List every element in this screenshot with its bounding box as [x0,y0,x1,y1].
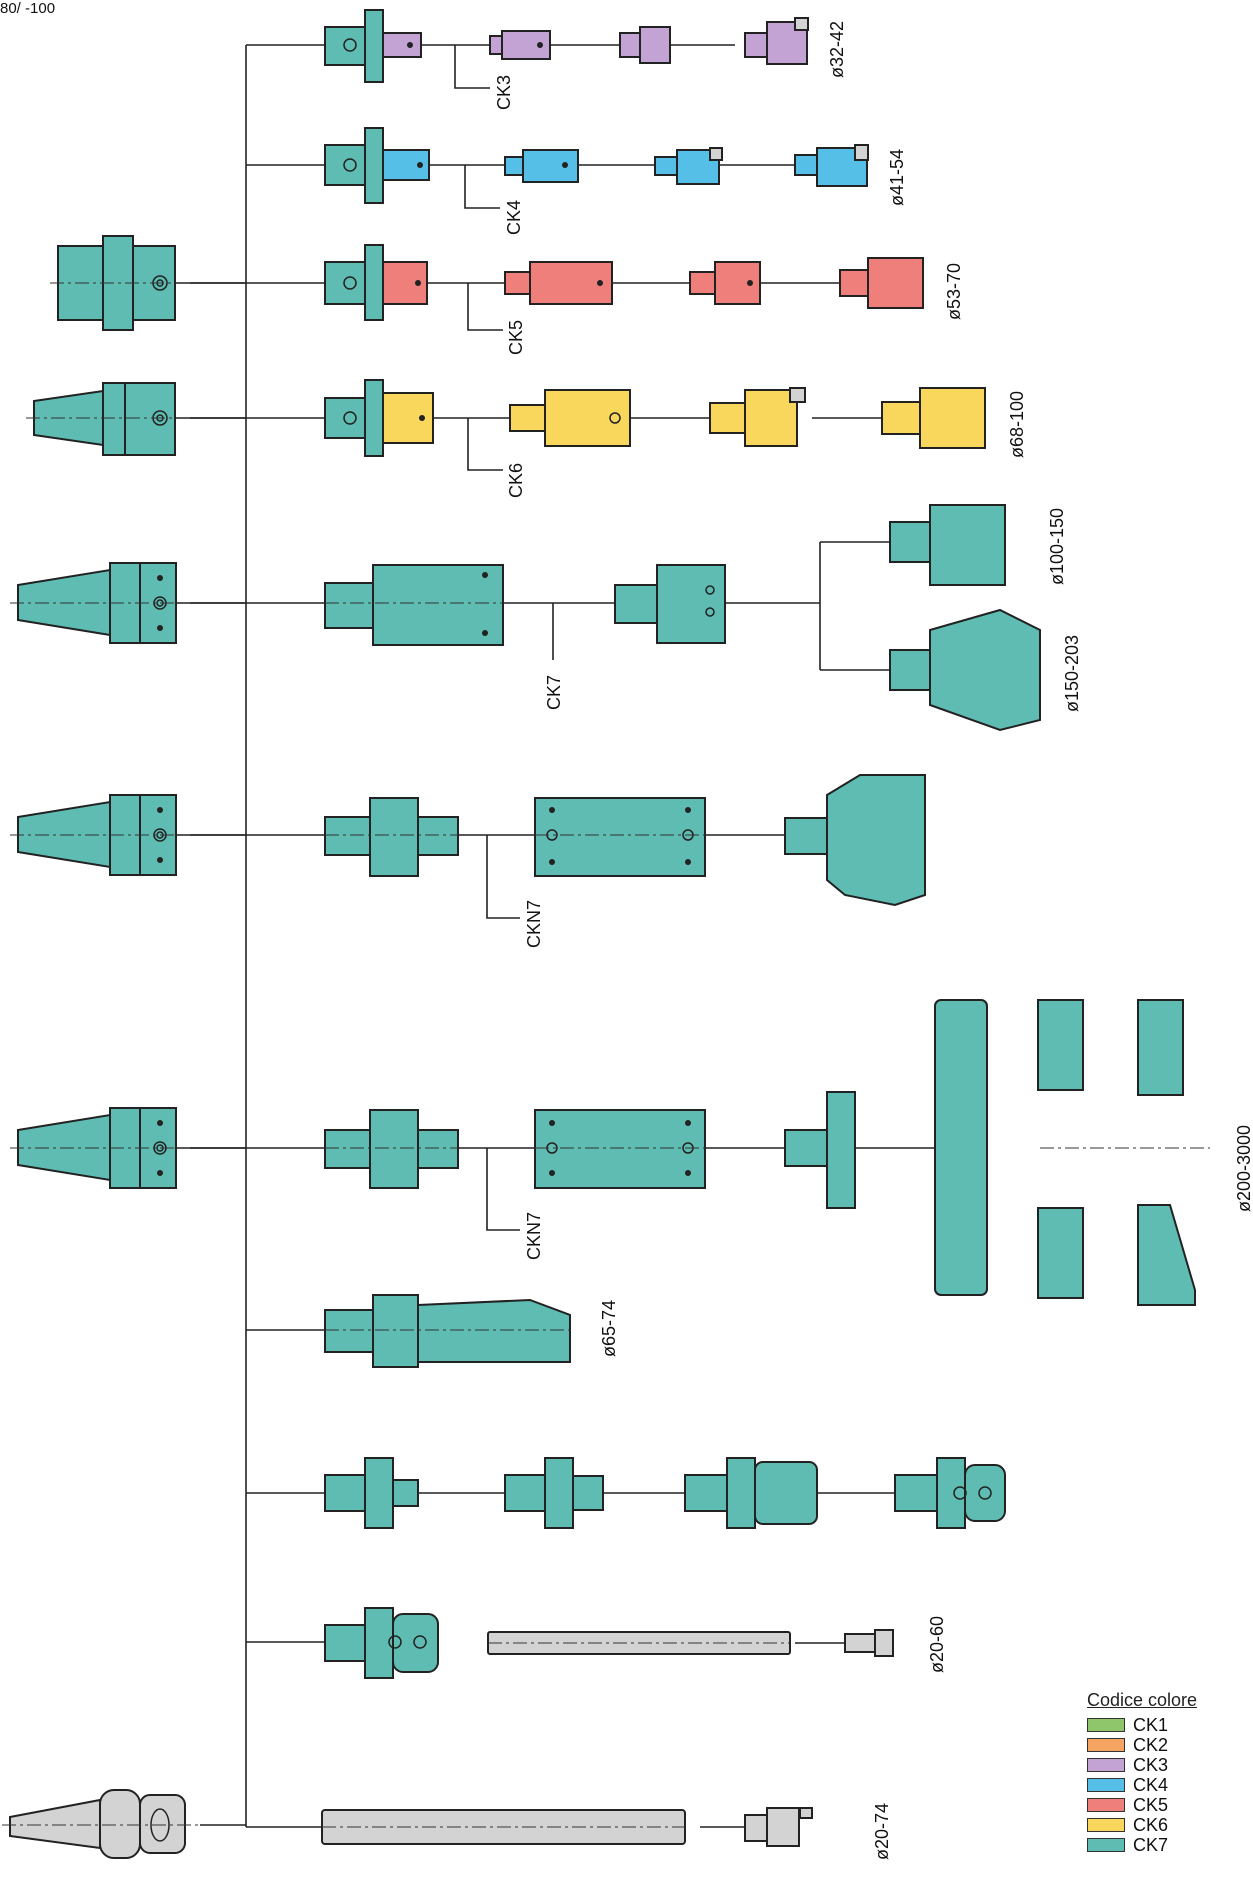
legend-swatch [1087,1778,1125,1792]
diameter-drill: ø65-74 [599,1300,619,1357]
label-ckn7-a: CKN7 [524,900,544,948]
legend-label: CK3 [1133,1755,1168,1776]
legend-swatch [1087,1758,1125,1772]
row-ck4 [246,128,868,208]
diameter-bar: ø20-60 [927,1616,947,1673]
legend-swatch [1087,1838,1125,1852]
row-ck7 [175,505,1040,730]
row-boring-bar [246,1608,893,1678]
legend-item-ck3: CK3 [1087,1755,1247,1775]
legend-label: CK6 [1133,1815,1168,1836]
row-ckn7-b [175,1000,1210,1305]
legend-item-ck4: CK4 [1087,1775,1247,1795]
legend-swatch [1087,1718,1125,1732]
legend-label: CK7 [1133,1835,1168,1856]
spindle-taper-shrink-grey [2,1790,246,1858]
diameter-ck7-small: ø100-150 [1047,508,1067,585]
legend-item-ck1: CK1 [1087,1715,1247,1735]
label-ck7: CK7 [544,675,564,710]
legend-title: Codice colore [1087,1690,1247,1711]
legend-item-ck6: CK6 [1087,1815,1247,1835]
row-ck6 [175,380,985,470]
label-ck6: CK6 [506,463,526,498]
label-ck4: CK4 [504,200,524,235]
legend-label: CK4 [1133,1775,1168,1796]
diameter-ck5: ø53-70 [944,263,964,320]
label-ck3: CK3 [494,75,514,110]
legend-label: CK5 [1133,1795,1168,1816]
legend-swatch [1087,1798,1125,1812]
legend-swatch [1087,1738,1125,1752]
legend-item-ck5: CK5 [1087,1795,1247,1815]
row-ck5 [175,245,923,330]
diameter-ck3: ø32-42 [827,21,847,78]
diameter-ck6: ø68-100 [1007,391,1027,458]
row-grey-shank [246,1808,812,1846]
row-ckn7-a [175,775,925,918]
legend-label: CK2 [1133,1735,1168,1756]
legend-swatch [1087,1818,1125,1832]
spindle-taper-2 [26,383,246,455]
diameter-ckn7-large: ø200-3000 [1234,1125,1253,1212]
legend-label: CK1 [1133,1715,1168,1736]
diameter-ck4: ø41-54 [887,149,907,206]
label-ck5: CK5 [506,320,526,355]
row-drill [246,1295,575,1367]
diameter-ck7-large: ø150-203 [1062,635,1082,712]
row-adapters [246,1458,1005,1528]
label-ckn7-b: CKN7 [524,1212,544,1260]
legend-item-ck2: CK2 [1087,1735,1247,1755]
diameter-shank: ø20-74 [872,1803,892,1860]
row-ck3 [246,10,808,88]
legend-item-ck7: CK7 [1087,1835,1247,1855]
